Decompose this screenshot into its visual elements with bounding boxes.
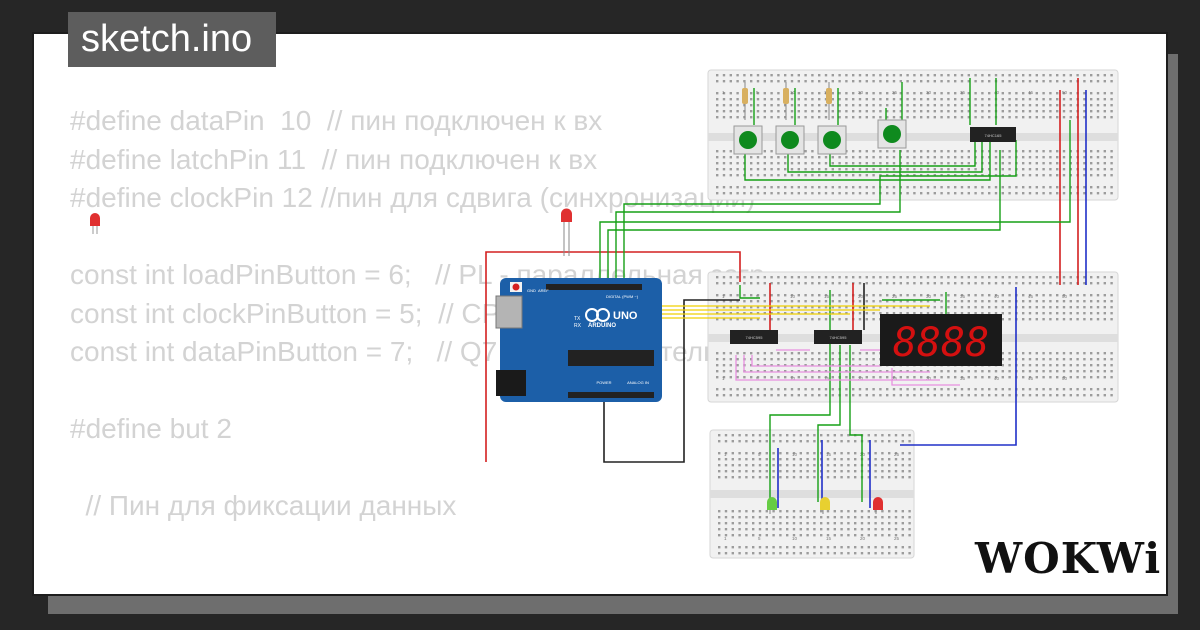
push-button[interactable] [775, 125, 805, 155]
analog-label: ANALOG IN [627, 380, 649, 385]
breadboard-number: 15 [826, 452, 832, 457]
breadboard-number: 5 [756, 294, 759, 299]
wire-red [485, 251, 741, 462]
breadboard-number: 25 [894, 536, 900, 541]
breadboard-number: 1 [724, 536, 727, 541]
breadboard-number: 15 [824, 376, 830, 381]
wokwi-logo: WOKWi [975, 534, 1162, 583]
arduino-uno: DIGITAL (PWM ~) POWER ANALOG IN TX RX AR… [495, 278, 662, 402]
resistor [742, 82, 748, 120]
breadboard-number: 1 [722, 294, 725, 299]
breadboard-number: 20 [860, 536, 866, 541]
breadboard-number: 40 [994, 376, 1000, 381]
led-green [767, 497, 777, 514]
breadboard-number: 30 [926, 90, 932, 95]
usb-port [495, 295, 523, 329]
board-name: UNO [613, 310, 638, 322]
chip-label: 74HC595 [746, 335, 764, 340]
digital-label: DIGITAL (PWM ~) [606, 294, 639, 299]
signal-wires [599, 78, 1071, 502]
rx-label: RX [574, 323, 582, 329]
code-line: #define latchPin 11 // пин подключен к в… [70, 143, 598, 175]
board-pcb [500, 278, 662, 402]
breadboard-number: 45 [1028, 376, 1034, 381]
breadboard-number: 25 [892, 90, 898, 95]
push-button[interactable] [817, 125, 847, 155]
breadboard-number: 10 [792, 452, 798, 457]
breadboard-number: 20 [858, 90, 864, 95]
led-red [561, 208, 572, 256]
breadboard-number: 30 [926, 294, 932, 299]
breadboard-number: 20 [860, 452, 866, 457]
push-button[interactable] [733, 125, 763, 155]
code-line: #define dataPin 10 // пин подключен к вх [70, 105, 603, 136]
breadboard-number: 50 [1062, 376, 1068, 381]
tx-label: TX [574, 316, 581, 322]
led-group [90, 208, 883, 514]
shift-register-output-1: 74HC595 [730, 330, 778, 344]
code-line: // Пин для фиксации данных [70, 490, 457, 521]
breadboard-number: 1 [722, 376, 725, 381]
power-analog-header [568, 392, 654, 398]
digital-header [546, 284, 642, 290]
breadboard-number: 15 [826, 536, 832, 541]
breadboard-number: 1 [724, 452, 727, 457]
power-label: POWER [596, 380, 611, 385]
led-red-icon [90, 213, 100, 234]
breadboard-number: 10 [792, 536, 798, 541]
breadboard-number: 40 [994, 294, 1000, 299]
breadboard-number: 50 [1062, 90, 1068, 95]
breadboard-number: 45 [1028, 90, 1034, 95]
breadboard-number: 5 [758, 536, 761, 541]
wire-blue [900, 287, 1017, 446]
led-yellow [820, 497, 830, 514]
breadboard-number: 25 [892, 294, 898, 299]
resistor [783, 82, 789, 120]
shift-register-output-2: 74HC595 [814, 330, 862, 344]
breadboard-number: 10 [790, 294, 796, 299]
project-filename: sketch.ino [68, 12, 277, 67]
resistor [826, 82, 832, 120]
breadboard-number: 5 [756, 376, 759, 381]
breadboard-number: 1 [722, 90, 725, 95]
shift-register-input: 74HC165 [970, 127, 1016, 142]
breadboard-number: 25 [894, 452, 900, 457]
reset-button[interactable] [512, 283, 520, 291]
power-jack [496, 370, 526, 396]
chip-label: 74HC595 [830, 335, 848, 340]
atmega-chip [568, 350, 654, 366]
breadboard-number: 35 [960, 376, 966, 381]
breadboard-number: 20 [858, 294, 864, 299]
breadboard-number: 35 [960, 90, 966, 95]
resistor-group [742, 82, 832, 120]
wire-black [603, 299, 740, 463]
aref-label: AREF [538, 288, 549, 293]
breadboard-number: 30 [926, 376, 932, 381]
arduino-logo-icon [585, 308, 610, 322]
data-wires [660, 305, 960, 386]
breadboard-number: 35 [960, 294, 966, 299]
breadboard-number: 5 [756, 90, 759, 95]
button-group [733, 119, 907, 155]
gnd-label: GND [527, 288, 536, 293]
led-red [873, 497, 883, 514]
push-button[interactable] [877, 119, 907, 149]
seven-segment-display: 8888 [880, 314, 1002, 366]
breadboard-number: 15 [824, 294, 830, 299]
chip-label: 74HC165 [985, 133, 1003, 138]
breadboard-number: 10 [790, 90, 796, 95]
breadboard-number: 45 [1028, 294, 1034, 299]
display-digits: 8888 [893, 320, 989, 366]
breadboard-number: 5 [758, 452, 761, 457]
breadboard-number: 40 [994, 90, 1000, 95]
breadboard-number: 10 [790, 376, 796, 381]
breadboard-number: 20 [858, 376, 864, 381]
board-brand: ARDUINO [588, 323, 616, 329]
power-wires [485, 78, 1087, 508]
breadboard-number: 50 [1062, 294, 1068, 299]
code-line: #define but 2 [70, 413, 232, 444]
breadboard-number: 25 [892, 376, 898, 381]
